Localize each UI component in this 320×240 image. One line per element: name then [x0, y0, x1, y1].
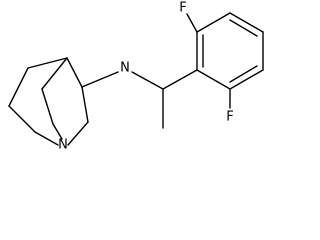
difluorophenyl-ring: [186, 12, 264, 109]
ring-bond-6: [196, 69, 231, 90]
bond-ethano-front-lower: [8, 105, 36, 133]
fluorine-top-label: F: [179, 1, 186, 16]
bond-c3-c2: [81, 86, 89, 123]
chemical-structure: N N F F: [8, 1, 264, 153]
bridgehead-nitrogen-label: N: [58, 138, 68, 153]
ring-bond-5: [229, 69, 264, 90]
bond-n1-back: [52, 123, 63, 140]
bond-ch-aryl: [162, 69, 198, 90]
bond-c2-f: [186, 13, 198, 33]
bond-nh-ch: [131, 71, 164, 90]
ring-bond-3: [229, 12, 264, 33]
amine-nitrogen-label: N: [120, 61, 130, 76]
bond-c2-n1: [67, 121, 89, 146]
bond-ethano-front: [8, 67, 29, 107]
bond-c4-ethano-back-upper: [41, 57, 68, 90]
bond-c3-nh: [81, 71, 119, 88]
fluorine-bottom-label: F: [226, 110, 233, 125]
ring-bond-3-inner: [229, 19, 258, 37]
ring-bond-5-inner: [229, 65, 258, 83]
bond-c4-ethano-front-upper: [27, 57, 68, 69]
bond-ethano-back: [41, 88, 54, 125]
bond-n1-front: [34, 131, 59, 146]
bond-c4-c3: [66, 57, 83, 88]
ring-bond-2: [196, 12, 231, 33]
quinuclidine-ring: [8, 57, 89, 146]
amine-linker: [81, 69, 198, 129]
